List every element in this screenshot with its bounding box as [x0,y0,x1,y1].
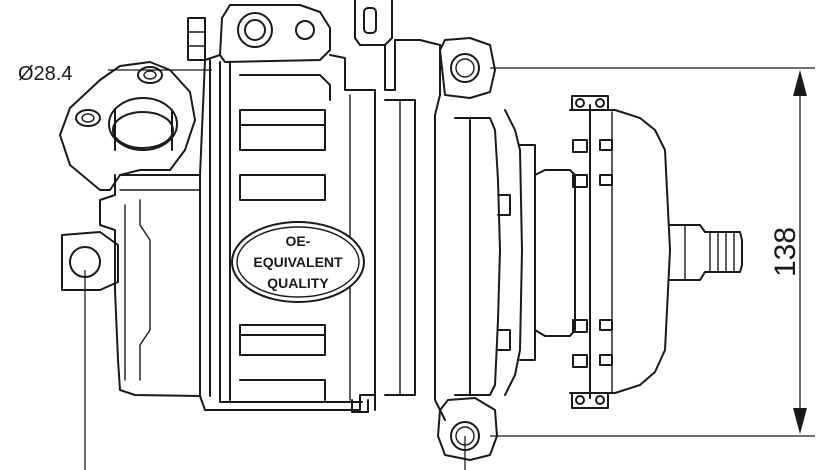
port-neck [114,109,173,151]
fin-lower-2 [239,379,326,401]
pulley-bolt-top-dot-1 [575,98,585,108]
port-opening-inner [112,111,174,149]
fin-lower-1 [239,324,326,356]
pulley-rivet-3 [572,319,588,333]
pulley-bolt-bottom-dot-2 [595,395,605,405]
port-diameter-label: Ø28.4 [18,63,72,85]
badge-inner-ring [236,226,360,298]
port-opening-outer [108,97,178,151]
oe-quality-badge: OE- EQUIVALENT QUALITY [231,221,365,303]
flange-bolt-hole-top-inner [143,70,157,80]
suction-port-block [59,61,196,191]
front-flange [454,117,501,396]
bottom-ear-hole [450,421,480,451]
pulley-bolt-top-dot-2 [595,98,605,108]
rear-housing-outline [99,174,376,411]
valve-port-inner [244,19,266,41]
clutch-coil-ring [519,144,536,361]
badge-line-1: OE- [286,233,311,249]
pulley-bolt-bottom [571,392,609,409]
pulley-rivet-4 [572,354,588,368]
middle-housing-right [329,54,376,411]
clutch-assembly [504,95,743,409]
flange-bolt-hole-left [75,109,101,127]
compressor-housing-rear [99,54,376,411]
flange-bolt-hole-left-inner [81,113,95,123]
fin-upper-2 [239,174,326,201]
pulley-bolt-top [571,95,609,111]
height-label: 138 [769,227,802,277]
bottom-mounting-ear [437,397,498,461]
connector-pin [363,7,377,34]
front-housing-outline [434,44,446,421]
top-control-valve [187,0,393,63]
top-mounting-ear [439,37,496,99]
middle-housing-top-ridge [239,74,331,101]
pulley-rivet-6 [599,174,613,186]
valve-body [219,4,331,63]
side-bolt-head [187,17,206,61]
middle-housing-left [219,61,363,403]
front-housing-top [384,39,441,91]
front-flange-bolt-lower [497,329,511,351]
pulley-rivet-5 [599,139,613,151]
valve-port-outer [237,12,273,48]
left-mounting-ear [61,231,119,291]
badge-outer-ring [231,221,365,303]
clutch-hub-inner [534,169,576,337]
drive-shaft [669,224,743,281]
flange-bolt-hole-top [137,66,163,84]
clutch-backplate [504,109,523,396]
pulley-rivet-2 [572,174,588,188]
rear-housing-top [119,54,221,176]
bottom-ear-hole-inner [455,426,475,446]
top-ear-hole-inner [455,58,475,78]
left-ear-hole [69,246,101,278]
fin-upper-1 [239,109,326,151]
height-dimension: 138 [464,67,815,470]
valve-screw [295,20,315,40]
badge-line-3: QUALITY [267,275,329,291]
pulley-rivet-8 [599,354,613,366]
front-flange-bolt-upper [497,194,511,216]
pulley-rivet-1 [572,139,588,153]
bottom-stud [351,399,369,413]
height-arrow-bottom [793,408,807,434]
badge-line-2: EQUIVALENT [253,254,343,270]
clutch-pulley [569,109,671,394]
left-ear-outline [61,231,119,291]
pulley-bolt-bottom-dot-1 [575,395,585,405]
compressor-housing-front [384,37,511,461]
pulley-rivet-7 [599,319,613,331]
compressor-housing-middle [219,54,376,413]
top-ear-hole [450,53,480,83]
height-arrow-top [793,70,807,96]
port-flange-outline [59,61,196,191]
rear-housing-contour [139,199,151,381]
electrical-connector [354,0,393,46]
